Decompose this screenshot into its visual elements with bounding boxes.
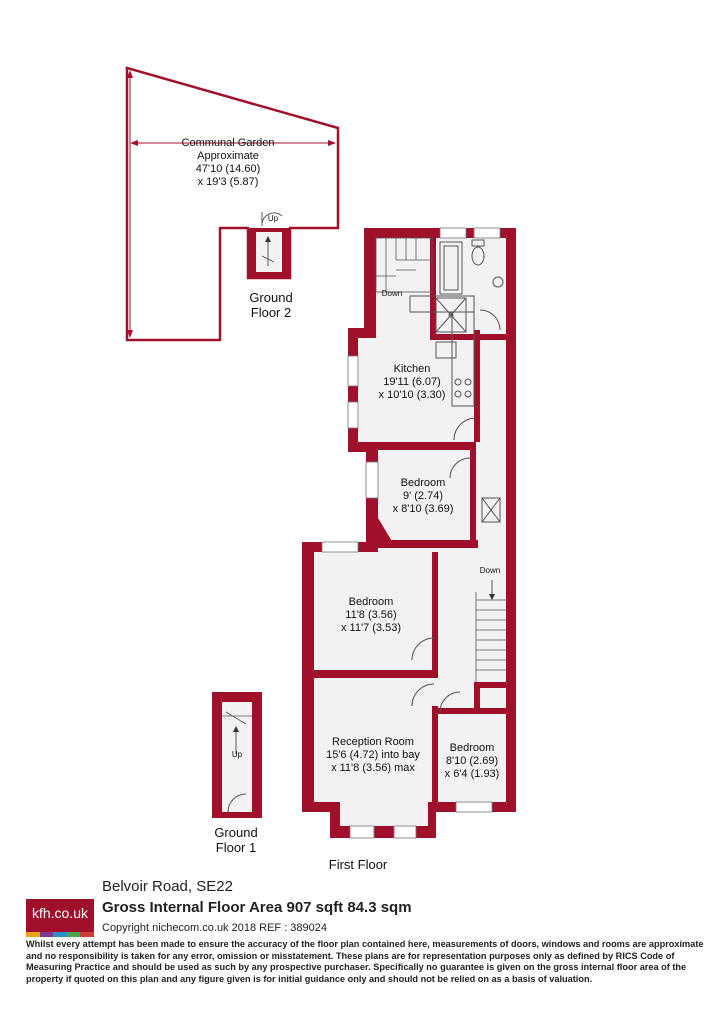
reception-dim-2: x 11'8 (3.56) max	[331, 762, 415, 774]
kfh-logo: kfh.co.uk	[26, 899, 94, 937]
stair-down-label-hall: Down	[480, 566, 500, 575]
communal-garden	[125, 66, 340, 342]
bedroom-small-name: Bedroom	[401, 477, 446, 489]
garden-name: Communal Garden	[182, 137, 275, 149]
kitchen-stairs	[375, 237, 433, 293]
door-swings	[411, 309, 501, 713]
hall-stairs	[475, 580, 506, 682]
floor-plan: Communal Garden Approximate 47'10 (14.60…	[125, 66, 516, 872]
bedroom-main-name: Bedroom	[349, 596, 394, 608]
stair-up-label-g2: Up	[268, 214, 279, 223]
first-floor-label: First Floor	[329, 857, 388, 872]
garden-dim-2: x 19'3 (5.87)	[198, 176, 259, 188]
logo-stripes	[26, 932, 94, 937]
reception-dim-1: 15'6 (4.72) into bay	[326, 749, 420, 761]
disclaimer: Whilst every attempt has been made to en…	[26, 939, 704, 984]
ground-floor-1-label-1: Ground	[214, 825, 257, 840]
logo-text: kfh.co.uk	[31, 905, 89, 921]
garden-dim-1: 47'10 (14.60)	[196, 163, 260, 175]
kitchen-dim-1: 19'11 (6.07)	[383, 376, 441, 388]
bedroom-small-dim-1: 9' (2.74)	[403, 490, 443, 502]
kitchen-name: Kitchen	[394, 363, 431, 375]
fixtures	[409, 239, 504, 523]
gross-internal-area: Gross Internal Floor Area 907 sqft 84.3 …	[102, 899, 412, 916]
reception-name: Reception Room	[332, 736, 414, 748]
windows	[321, 227, 501, 839]
interior-walls	[314, 232, 508, 806]
ground-floor-2-label-2: Floor 2	[251, 305, 291, 320]
ground-floor-1-label-2: Floor 1	[216, 840, 256, 855]
property-address: Belvoir Road, SE22	[102, 878, 233, 895]
ground-floor-2-label-1: Ground	[249, 290, 292, 305]
kitchen-dim-2: x 10'10 (3.30)	[379, 389, 446, 401]
ground-floor-2-stair	[248, 212, 290, 278]
bedroom-rear-dim-1: 8'10 (2.69)	[446, 755, 498, 767]
bedroom-main-dim-1: 11'8 (3.56)	[345, 609, 396, 621]
bedroom-small-dim-2: x 8'10 (3.69)	[393, 503, 454, 515]
bedroom-rear-dim-2: x 6'4 (1.93)	[445, 768, 500, 780]
ground-floor-1	[212, 692, 262, 818]
garden-approx: Approximate	[197, 150, 259, 162]
copyright: Copyright nichecom.co.uk 2018 REF : 3890…	[102, 922, 328, 934]
stair-down-label-kitchen: Down	[382, 289, 402, 298]
bedroom-main-dim-2: x 11'7 (3.53)	[341, 622, 401, 634]
stair-up-label-g1: Up	[232, 750, 243, 759]
bedroom-rear-name: Bedroom	[450, 742, 495, 754]
